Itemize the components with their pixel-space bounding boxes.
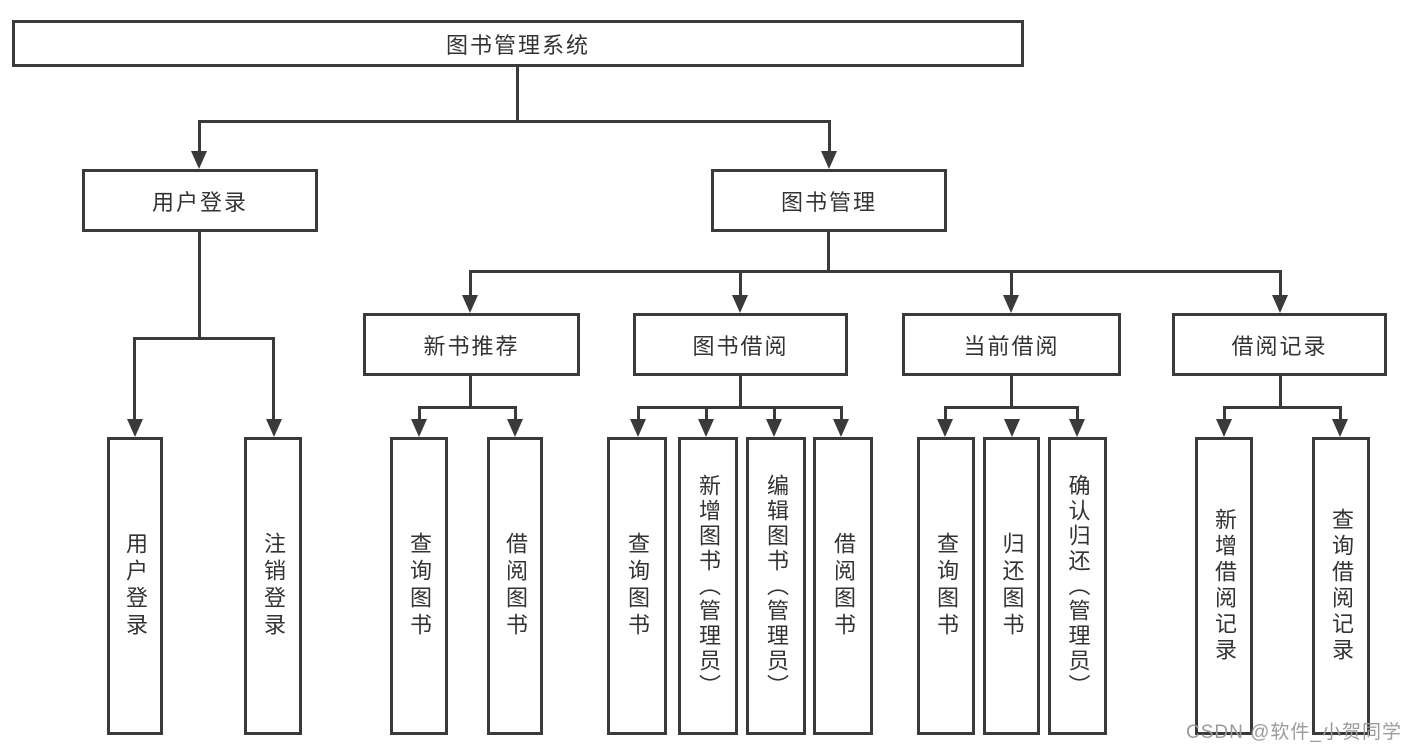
leaf-borrow-books-1: 借阅图书	[487, 437, 543, 735]
leaf-return-book: 归还图书	[983, 437, 1040, 735]
connector-line	[944, 406, 947, 422]
connector-line	[198, 232, 201, 337]
arrowhead-icon	[191, 151, 207, 169]
connector-line	[1279, 376, 1282, 406]
leaf-user-login: 用户登录	[107, 437, 163, 735]
connector-line	[1010, 270, 1013, 297]
node-library-management-system: 图书管理系统	[12, 20, 1024, 67]
arrowhead-icon	[127, 419, 143, 437]
node-current-borrowing: 当前借阅	[902, 313, 1121, 376]
connector-line	[469, 270, 472, 297]
connector-line	[469, 376, 472, 406]
connector-line	[133, 337, 275, 340]
leaf-label: 确认归还（管理员）	[1065, 473, 1091, 699]
leaf-label: 借阅图书	[503, 532, 528, 640]
node-book-borrowing: 图书借阅	[633, 313, 848, 376]
arrowhead-icon	[1332, 419, 1348, 437]
node-label: 图书管理系统	[445, 32, 590, 58]
node-book-management: 图书管理	[711, 169, 947, 232]
connector-line	[1279, 270, 1282, 297]
arrowhead-icon	[507, 419, 523, 437]
node-label: 借阅记录	[1231, 333, 1328, 359]
connector-line	[1076, 406, 1079, 422]
leaf-query-books-2: 查询图书	[607, 437, 667, 735]
connector-line	[739, 270, 742, 297]
leaf-label: 新增借阅记录	[1212, 508, 1237, 664]
arrowhead-icon	[462, 295, 478, 313]
connector-line	[469, 270, 1282, 273]
leaf-confirm-return-admin: 确认归还（管理员）	[1048, 437, 1107, 735]
leaf-label: 用户登录	[123, 532, 148, 640]
arrowhead-icon	[266, 419, 282, 437]
connector-line	[637, 406, 843, 409]
connector-line	[198, 120, 831, 123]
connector-line	[1339, 406, 1342, 422]
arrowhead-icon	[1272, 295, 1288, 313]
connector-line	[739, 376, 742, 406]
leaf-edit-book-admin: 编辑图书（管理员）	[746, 437, 806, 735]
leaf-label: 新增图书（管理员）	[696, 473, 721, 699]
csdn-watermark: CSDN @软件_小贺同学	[1186, 722, 1402, 743]
arrowhead-icon	[732, 295, 748, 313]
connector-line	[272, 337, 275, 421]
connector-line	[1010, 376, 1013, 406]
connector-line	[1223, 406, 1226, 422]
leaf-query-borrow-record: 查询借阅记录	[1312, 437, 1370, 735]
leaf-query-books-1: 查询图书	[390, 437, 448, 735]
connector-line	[637, 406, 640, 422]
arrowhead-icon	[1069, 419, 1085, 437]
arrowhead-icon	[821, 151, 837, 169]
leaf-logout: 注销登录	[244, 437, 302, 735]
connector-line	[418, 406, 517, 409]
connector-line	[514, 406, 517, 422]
connector-line	[516, 67, 519, 120]
node-label: 当前借阅	[963, 333, 1060, 359]
connector-line	[1223, 406, 1342, 409]
leaf-label: 查询图书	[625, 532, 650, 640]
connector-line	[133, 337, 136, 421]
leaf-label: 查询借阅记录	[1329, 508, 1354, 664]
node-user-login: 用户登录	[82, 169, 318, 232]
connector-line	[773, 406, 776, 422]
node-label: 新书推荐	[423, 333, 520, 359]
leaf-label: 注销登录	[261, 532, 286, 640]
arrowhead-icon	[766, 419, 782, 437]
connector-line	[418, 406, 421, 422]
leaf-label: 编辑图书（管理员）	[764, 473, 789, 699]
arrowhead-icon	[411, 419, 427, 437]
arrowhead-icon	[937, 419, 953, 437]
arrowhead-icon	[1003, 295, 1019, 313]
leaf-borrow-books-2: 借阅图书	[813, 437, 873, 735]
connector-line	[827, 232, 830, 270]
leaf-label: 查询图书	[934, 532, 959, 640]
leaf-label: 借阅图书	[831, 532, 856, 640]
node-new-book-recommendation: 新书推荐	[363, 313, 580, 376]
connector-line	[944, 406, 1079, 409]
arrowhead-icon	[1216, 419, 1232, 437]
leaf-label: 查询图书	[407, 532, 432, 640]
arrowhead-icon	[833, 419, 849, 437]
arrowhead-icon	[698, 419, 714, 437]
leaf-add-book-admin: 新增图书（管理员）	[678, 437, 738, 735]
connector-line	[840, 406, 843, 422]
connector-line	[828, 120, 831, 153]
node-label: 用户登录	[151, 189, 248, 215]
leaf-query-books-3: 查询图书	[917, 437, 975, 735]
node-label: 图书管理	[780, 189, 877, 215]
node-borrowing-records: 借阅记录	[1172, 313, 1387, 376]
connector-line	[705, 406, 708, 422]
node-label: 图书借阅	[692, 333, 789, 359]
leaf-label: 归还图书	[999, 532, 1025, 640]
arrowhead-icon	[630, 419, 646, 437]
arrowhead-icon	[1004, 419, 1020, 437]
leaf-add-borrow-record: 新增借阅记录	[1195, 437, 1253, 735]
connector-line	[198, 120, 201, 153]
